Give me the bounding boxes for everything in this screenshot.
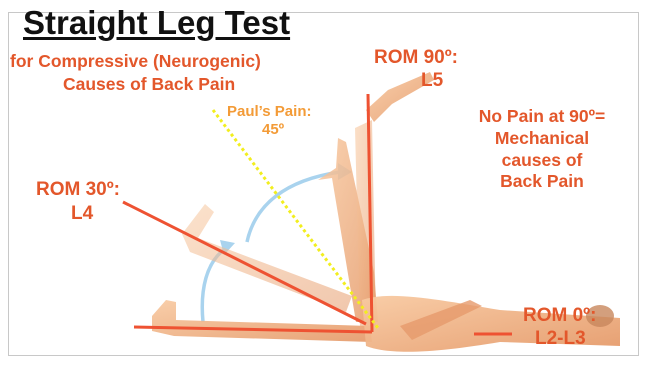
rom-0-level: L2-L3 bbox=[535, 329, 586, 349]
rom-90-level: L5 bbox=[421, 71, 443, 91]
subtitle-line-2: Causes of Back Pain bbox=[63, 75, 235, 93]
no-pain-line-3: causes of bbox=[442, 151, 642, 169]
subtitle-line-1: for Compressive (Neurogenic) bbox=[10, 52, 261, 70]
pauls-pain-label: Paul’s Pain: bbox=[227, 104, 311, 120]
no-pain-line-2: Mechanical bbox=[442, 129, 642, 147]
page-title: Straight Leg Test bbox=[23, 6, 290, 40]
pauls-pain-angle: 45º bbox=[262, 122, 284, 138]
arc-arrow-icon bbox=[247, 172, 340, 242]
rom-30-level: L4 bbox=[71, 204, 93, 224]
no-pain-line-1: No Pain at 90º= bbox=[442, 107, 642, 125]
no-pain-line-4: Back Pain bbox=[442, 172, 642, 190]
rom-30-label: ROM 30º: bbox=[36, 180, 120, 200]
rom-0-label: ROM 0º: bbox=[523, 306, 596, 326]
rom-90-label: ROM 90º: bbox=[374, 48, 458, 68]
